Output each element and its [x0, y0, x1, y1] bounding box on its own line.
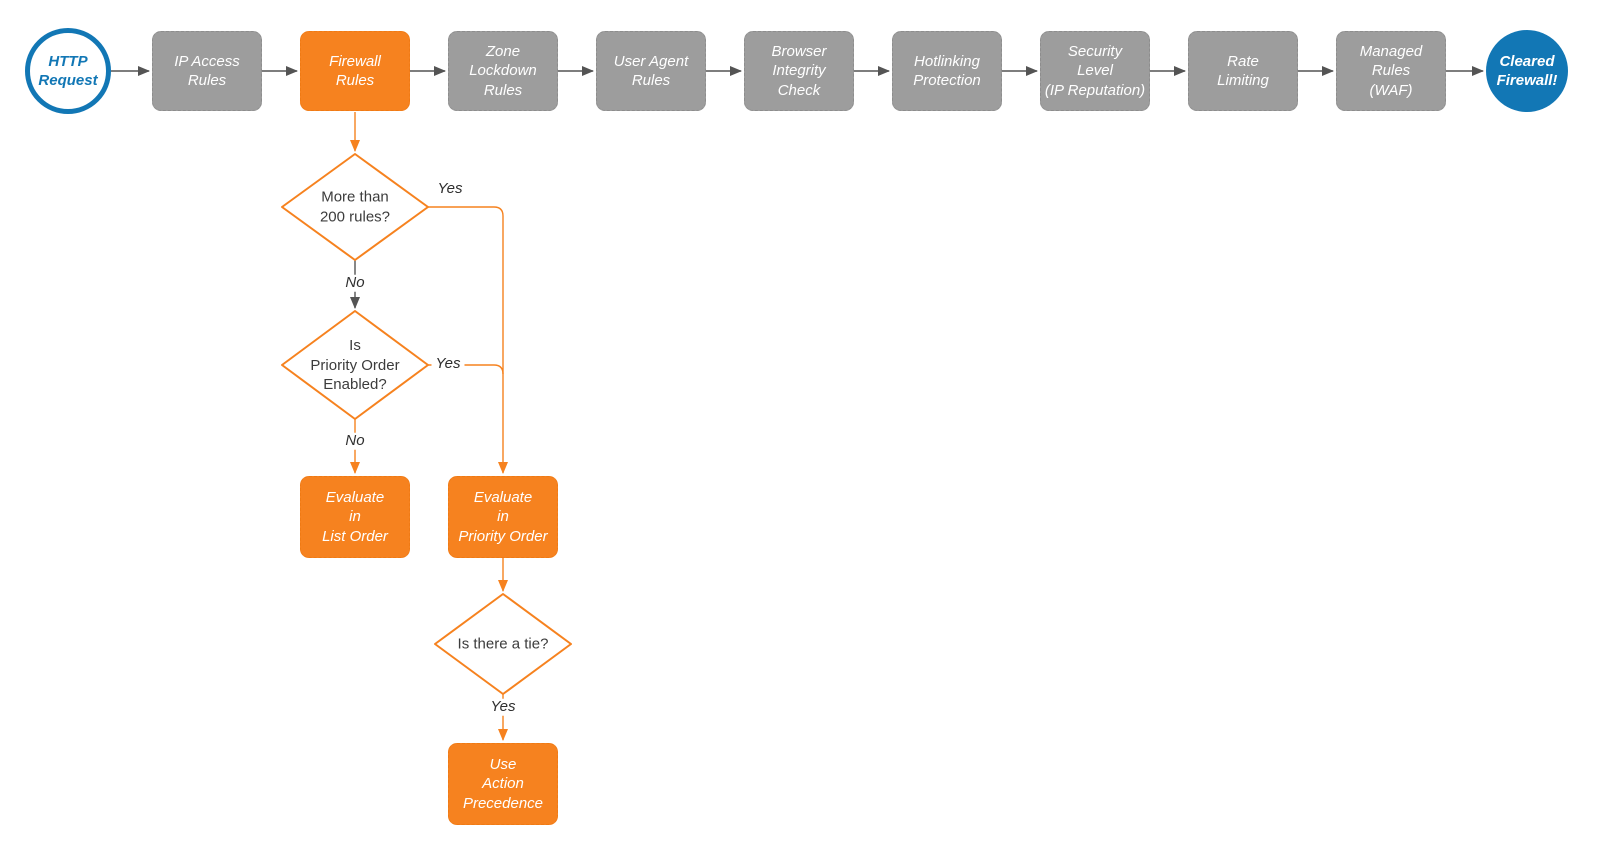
stage-managed-rules-waf: Managed Rules (WAF): [1336, 31, 1446, 111]
decision2-label: Is Priority Order Enabled?: [310, 336, 400, 393]
stage-rate-limiting: Rate Limiting: [1188, 31, 1298, 111]
stage-label: Browser Integrity Check: [771, 42, 827, 99]
edge-label-yes1: Yes: [433, 180, 467, 198]
action-evaluate-list-order: Evaluate in List Order: [300, 476, 410, 558]
stage-label: IP Access Rules: [174, 52, 240, 90]
start-node-label: HTTP Request: [38, 52, 98, 90]
stage-label: Rate Limiting: [1217, 52, 1269, 90]
stage-zone-lockdown-rules: Zone Lockdown Rules: [448, 31, 558, 111]
start-node-http-request: HTTP Request: [25, 28, 111, 114]
edge-yes-decision1-to-priority-order: [428, 206, 508, 474]
edge-label-yes2: Yes: [431, 355, 465, 373]
stage-label: Zone Lockdown Rules: [469, 42, 537, 99]
edge-label-no1: No: [341, 274, 369, 292]
stage-user-agent-rules: User Agent Rules: [596, 31, 706, 111]
decision3-label: Is there a tie?: [457, 635, 549, 653]
stage-hotlinking-protection: Hotlinking Protection: [892, 31, 1002, 111]
stage-label: Managed Rules (WAF): [1359, 42, 1423, 99]
stage-firewall-rules: Firewall Rules: [300, 31, 410, 111]
stage-label: Hotlinking Protection: [913, 52, 981, 90]
action-evaluate-priority-order: Evaluate in Priority Order: [448, 476, 558, 558]
stage-label: User Agent Rules: [613, 52, 689, 90]
stage-label: Firewall Rules: [329, 52, 381, 90]
stage-label: Security Level (IP Reputation): [1044, 42, 1146, 99]
stage-security-level: Security Level (IP Reputation): [1040, 31, 1150, 111]
decision1-label: More than 200 rules?: [319, 188, 391, 226]
stage-ip-access-rules: IP Access Rules: [152, 31, 262, 111]
action-use-action-precedence: Use Action Precedence: [448, 743, 558, 825]
edge-label-yes3: Yes: [486, 698, 520, 716]
end-node-label: Cleared Firewall!: [1496, 52, 1558, 90]
action-label: Evaluate in Priority Order: [458, 488, 548, 545]
action-label: Evaluate in List Order: [322, 488, 388, 545]
end-node-cleared-firewall: Cleared Firewall!: [1486, 30, 1568, 112]
action-label: Use Action Precedence: [462, 755, 544, 812]
stage-browser-integrity-check: Browser Integrity Check: [744, 31, 854, 111]
edge-label-no2: No: [341, 432, 369, 450]
